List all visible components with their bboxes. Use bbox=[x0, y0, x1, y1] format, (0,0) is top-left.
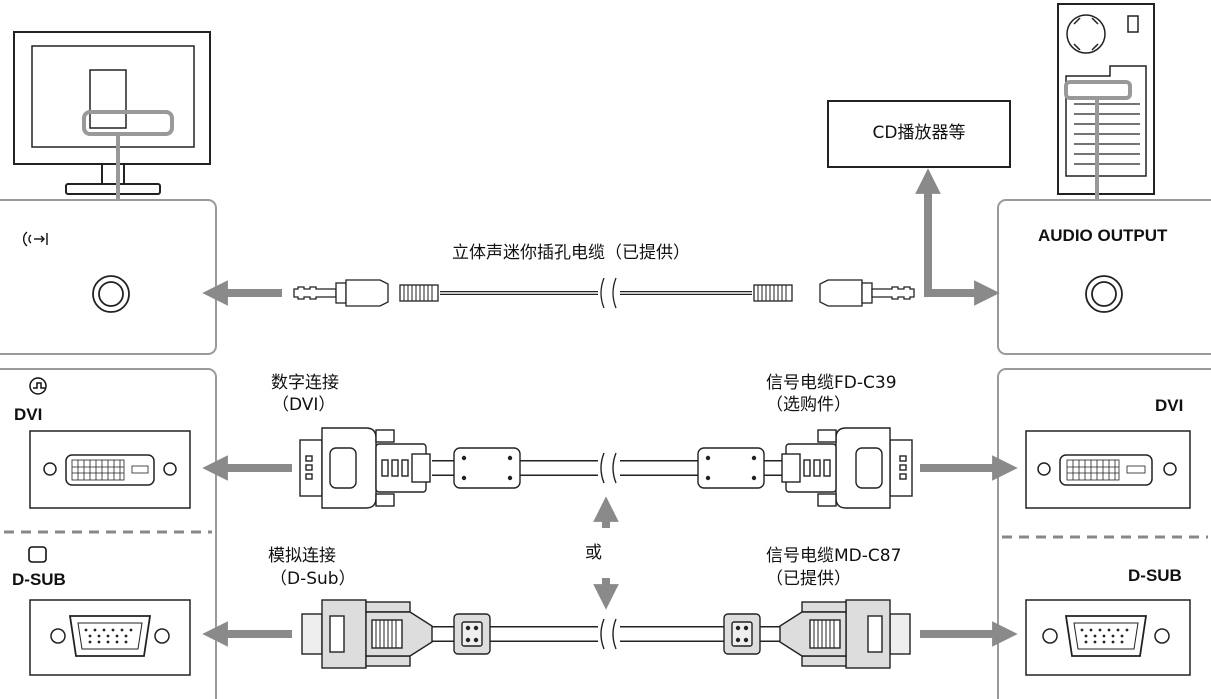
dvi-cable bbox=[299, 427, 913, 509]
pc-dvi-socket bbox=[1025, 430, 1191, 509]
dsub-cable-sublabel: （已提供） bbox=[766, 569, 851, 589]
stereo-mini-jack-cable bbox=[293, 277, 915, 309]
dsub-connection-sublabel: （D-Sub） bbox=[270, 569, 356, 589]
audio-input-icon bbox=[23, 231, 48, 247]
dvi-port-icon bbox=[29, 377, 47, 395]
pc-audio-panel bbox=[997, 199, 1211, 355]
pc-tower-illustration bbox=[1057, 3, 1155, 200]
dsub-port-icon bbox=[28, 546, 47, 563]
monitor-illustration bbox=[13, 31, 211, 200]
dsub-connection-label: 模拟连接 bbox=[268, 546, 336, 566]
monitor-video-panel bbox=[0, 368, 217, 699]
or-label: 或 bbox=[585, 543, 602, 563]
dsub-cable-label: 信号电缆MD-C87 bbox=[766, 546, 902, 566]
pc-audio-jack bbox=[1085, 275, 1123, 313]
dvi-connection-sublabel: （DVI） bbox=[272, 395, 336, 415]
monitor-dvi-socket bbox=[29, 430, 191, 509]
cd-player-label: CD播放器等 bbox=[872, 123, 966, 143]
dvi-connection-label: 数字连接 bbox=[271, 373, 339, 393]
dvi-cable-label: 信号电缆FD-C39 bbox=[766, 373, 897, 393]
dvi-cable-sublabel: （选购件） bbox=[766, 395, 851, 415]
pc-dvi-label: DVI bbox=[1155, 396, 1184, 415]
monitor-dsub-label: D-SUB bbox=[12, 570, 66, 589]
monitor-audio-jack bbox=[92, 275, 130, 313]
pc-dsub-socket bbox=[1025, 599, 1191, 676]
cd-player-box bbox=[827, 100, 1011, 168]
pc-video-panel bbox=[997, 368, 1211, 699]
audio-cable-label: 立体声迷你插孔电缆（已提供） bbox=[452, 243, 690, 263]
pc-dsub-label: D-SUB bbox=[1128, 566, 1182, 585]
monitor-dsub-socket bbox=[29, 599, 191, 676]
audio-output-label: AUDIO OUTPUT bbox=[1038, 226, 1168, 245]
monitor-dvi-label: DVI bbox=[14, 405, 43, 424]
dsub-cable bbox=[301, 599, 911, 669]
